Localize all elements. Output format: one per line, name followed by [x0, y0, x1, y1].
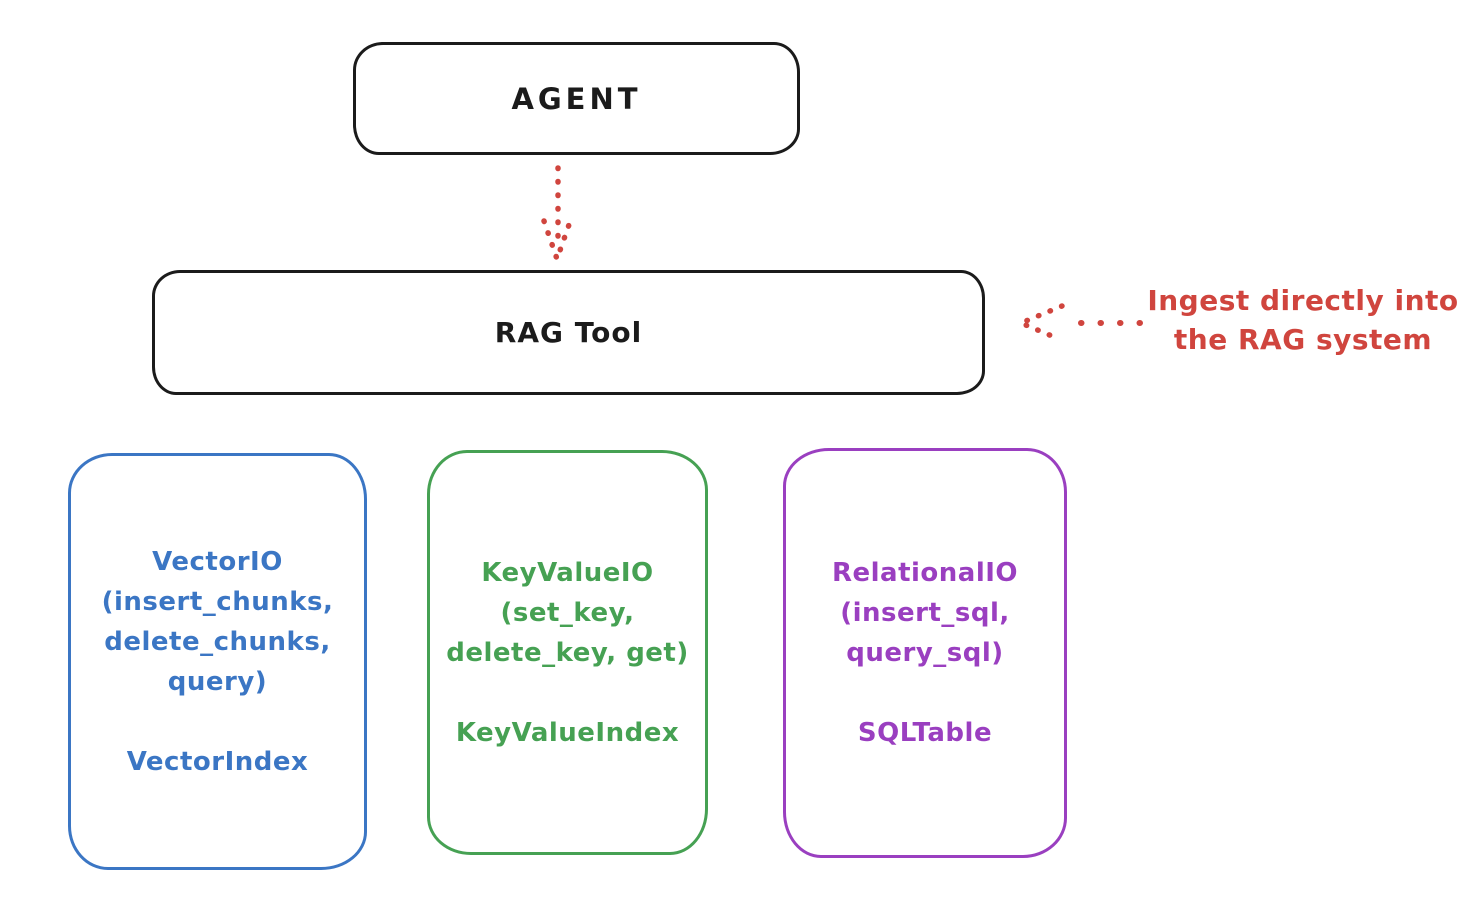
rag-tool-node: RAG Tool: [152, 270, 985, 395]
ingest-annotation-arrow: [1013, 303, 1143, 342]
key-value-io-line: KeyValueIO: [481, 557, 654, 588]
sql-table-label: SQLTable: [857, 718, 993, 748]
relational-io-line: (insert_sql,: [840, 598, 1010, 628]
vector-io-line: (insert_chunks,: [101, 586, 334, 617]
vector-io-line: query): [167, 666, 268, 697]
agent-node: AGENT: [353, 42, 800, 155]
key-value-index-label: KeyValueIndex: [455, 717, 680, 748]
vector-io-node: VectorIO (insert_chunks, delete_chunks, …: [68, 453, 367, 870]
agent-label: AGENT: [511, 81, 642, 116]
relational-io-line: RelationalIO: [831, 558, 1019, 588]
ingest-annotation-line1: Ingest directly into: [1147, 284, 1459, 317]
key-value-io-line: delete_key, get): [446, 637, 689, 668]
ingest-annotation: Ingest directly into the RAG system: [1138, 281, 1468, 359]
relational-io-node: RelationalIO (insert_sql, query_sql) SQL…: [783, 448, 1067, 858]
relational-io-line: query_sql): [846, 638, 1004, 668]
key-value-io-node: KeyValueIO (set_key, delete_key, get) Ke…: [427, 450, 708, 855]
key-value-io-line: (set_key,: [500, 597, 635, 628]
rag-tool-label: RAG Tool: [494, 316, 643, 349]
ingest-annotation-line2: the RAG system: [1173, 323, 1433, 356]
vector-index-label: VectorIndex: [126, 746, 309, 777]
vector-io-line: delete_chunks,: [104, 626, 331, 657]
agent-to-ragtool-arrow: [541, 165, 574, 268]
vector-io-line: VectorIO: [152, 546, 283, 577]
